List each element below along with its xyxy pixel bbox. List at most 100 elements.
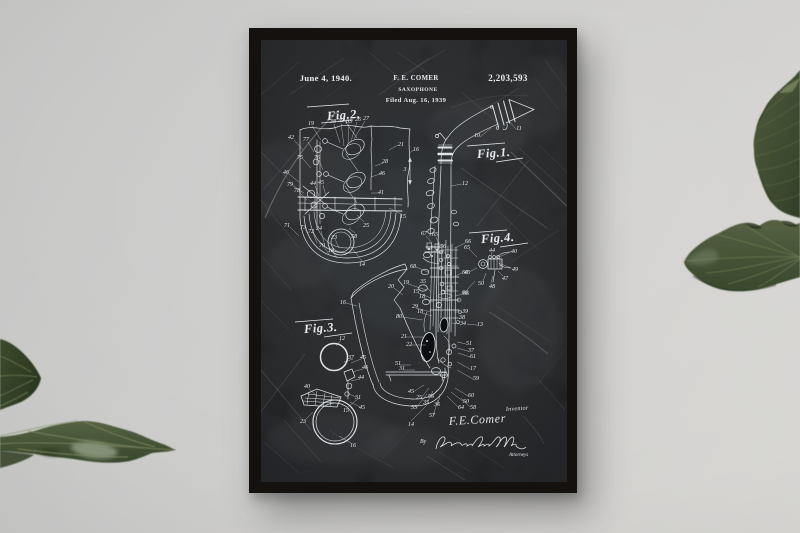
svg-text:45: 45 [464, 269, 470, 276]
svg-text:78: 78 [294, 188, 300, 194]
svg-text:12: 12 [339, 336, 345, 342]
svg-text:Fig.1.: Fig.1. [475, 145, 510, 161]
svg-text:Fig.4.: Fig.4. [479, 230, 514, 246]
svg-text:40: 40 [304, 383, 310, 390]
svg-text:31: 31 [398, 366, 405, 372]
svg-text:79: 79 [287, 182, 293, 188]
svg-text:31: 31 [354, 395, 361, 401]
svg-text:June 4, 1940.: June 4, 1940. [300, 73, 352, 83]
svg-text:Inventor: Inventor [505, 405, 529, 413]
svg-text:83: 83 [346, 119, 352, 125]
svg-text:SAXOPHONE: SAXOPHONE [398, 87, 437, 93]
svg-text:15: 15 [413, 289, 419, 295]
svg-text:13: 13 [477, 322, 483, 328]
svg-text:39: 39 [461, 309, 468, 315]
svg-text:34: 34 [459, 320, 466, 327]
svg-text:67: 67 [421, 231, 428, 237]
svg-text:24: 24 [316, 225, 322, 232]
svg-text:46: 46 [362, 364, 368, 371]
svg-text:44: 44 [489, 247, 495, 254]
svg-text:45: 45 [360, 354, 366, 361]
svg-text:23: 23 [300, 419, 306, 425]
svg-text:44: 44 [358, 374, 364, 381]
svg-text:46: 46 [283, 169, 289, 176]
svg-text:18: 18 [417, 309, 423, 315]
svg-text:By: By [420, 439, 427, 445]
svg-text:F.E.Comer: F.E.Comer [447, 411, 506, 428]
svg-text:17: 17 [470, 366, 477, 372]
svg-text:14: 14 [408, 421, 414, 428]
svg-text:Fig.3.: Fig.3. [302, 320, 337, 336]
svg-text:80: 80 [396, 314, 402, 320]
svg-text:58: 58 [470, 405, 476, 411]
svg-text:39: 39 [337, 118, 344, 124]
svg-text:25: 25 [363, 223, 369, 229]
svg-text:72: 72 [308, 229, 314, 235]
svg-text:Attorneys: Attorneys [508, 453, 528, 458]
svg-text:73: 73 [300, 225, 306, 231]
svg-text:28: 28 [382, 159, 388, 165]
svg-text:Filed Aug. 16, 1939: Filed Aug. 16, 1939 [386, 97, 447, 104]
svg-text:44: 44 [310, 180, 316, 187]
svg-text:51: 51 [395, 361, 401, 367]
svg-text:66: 66 [462, 290, 468, 296]
svg-text:25: 25 [416, 395, 422, 401]
svg-text:46: 46 [379, 170, 385, 177]
svg-text:37: 37 [467, 348, 475, 354]
svg-text:50: 50 [478, 281, 484, 287]
svg-text:23: 23 [331, 235, 337, 241]
svg-text:22: 22 [406, 342, 412, 348]
svg-text:20: 20 [388, 284, 394, 290]
svg-text:18: 18 [419, 294, 425, 300]
svg-text:45: 45 [359, 404, 365, 411]
svg-text:38: 38 [329, 119, 336, 125]
svg-text:11: 11 [516, 126, 522, 132]
svg-text:10: 10 [474, 133, 480, 139]
svg-text:16: 16 [413, 147, 419, 153]
svg-text:70: 70 [319, 243, 325, 249]
svg-text:14: 14 [359, 261, 365, 268]
svg-text:59: 59 [473, 376, 479, 382]
svg-text:Fig.2.: Fig.2. [325, 107, 360, 123]
svg-text:45: 45 [408, 388, 414, 395]
svg-text:50: 50 [463, 399, 469, 405]
svg-text:2,203,593: 2,203,593 [488, 73, 528, 83]
svg-text:57: 57 [429, 413, 436, 419]
svg-text:15: 15 [400, 214, 406, 220]
svg-text:29: 29 [412, 304, 418, 310]
svg-text:48: 48 [489, 283, 495, 290]
svg-text:15: 15 [343, 408, 349, 414]
svg-text:F. E. COMER: F. E. COMER [393, 75, 438, 82]
svg-text:75: 75 [297, 155, 303, 161]
svg-text:61: 61 [470, 354, 476, 360]
svg-text:56: 56 [440, 244, 446, 250]
svg-text:42: 42 [288, 134, 294, 141]
svg-text:41: 41 [378, 189, 384, 196]
svg-text:16: 16 [350, 443, 356, 449]
svg-text:45: 45 [318, 179, 324, 186]
svg-text:65: 65 [432, 232, 438, 238]
svg-text:37: 37 [347, 355, 355, 361]
svg-text:38: 38 [458, 315, 465, 321]
svg-text:21: 21 [398, 142, 404, 148]
svg-text:47: 47 [502, 275, 509, 282]
svg-text:16: 16 [340, 300, 346, 306]
svg-text:19: 19 [403, 280, 409, 286]
svg-text:77: 77 [303, 137, 310, 143]
svg-text:18: 18 [328, 248, 334, 254]
svg-text:60: 60 [462, 270, 468, 276]
svg-text:27: 27 [363, 116, 370, 122]
svg-text:49: 49 [512, 266, 518, 273]
svg-text:56: 56 [428, 394, 434, 400]
svg-text:35: 35 [419, 279, 426, 285]
svg-text:65: 65 [464, 245, 470, 251]
svg-text:66: 66 [463, 291, 469, 297]
svg-text:76: 76 [314, 155, 320, 161]
svg-text:40: 40 [511, 248, 517, 255]
svg-text:68: 68 [410, 264, 416, 270]
svg-text:60: 60 [468, 393, 474, 399]
svg-text:21: 21 [401, 334, 407, 340]
svg-text:3: 3 [403, 167, 407, 173]
svg-text:66: 66 [465, 239, 471, 245]
svg-text:19: 19 [308, 121, 314, 127]
